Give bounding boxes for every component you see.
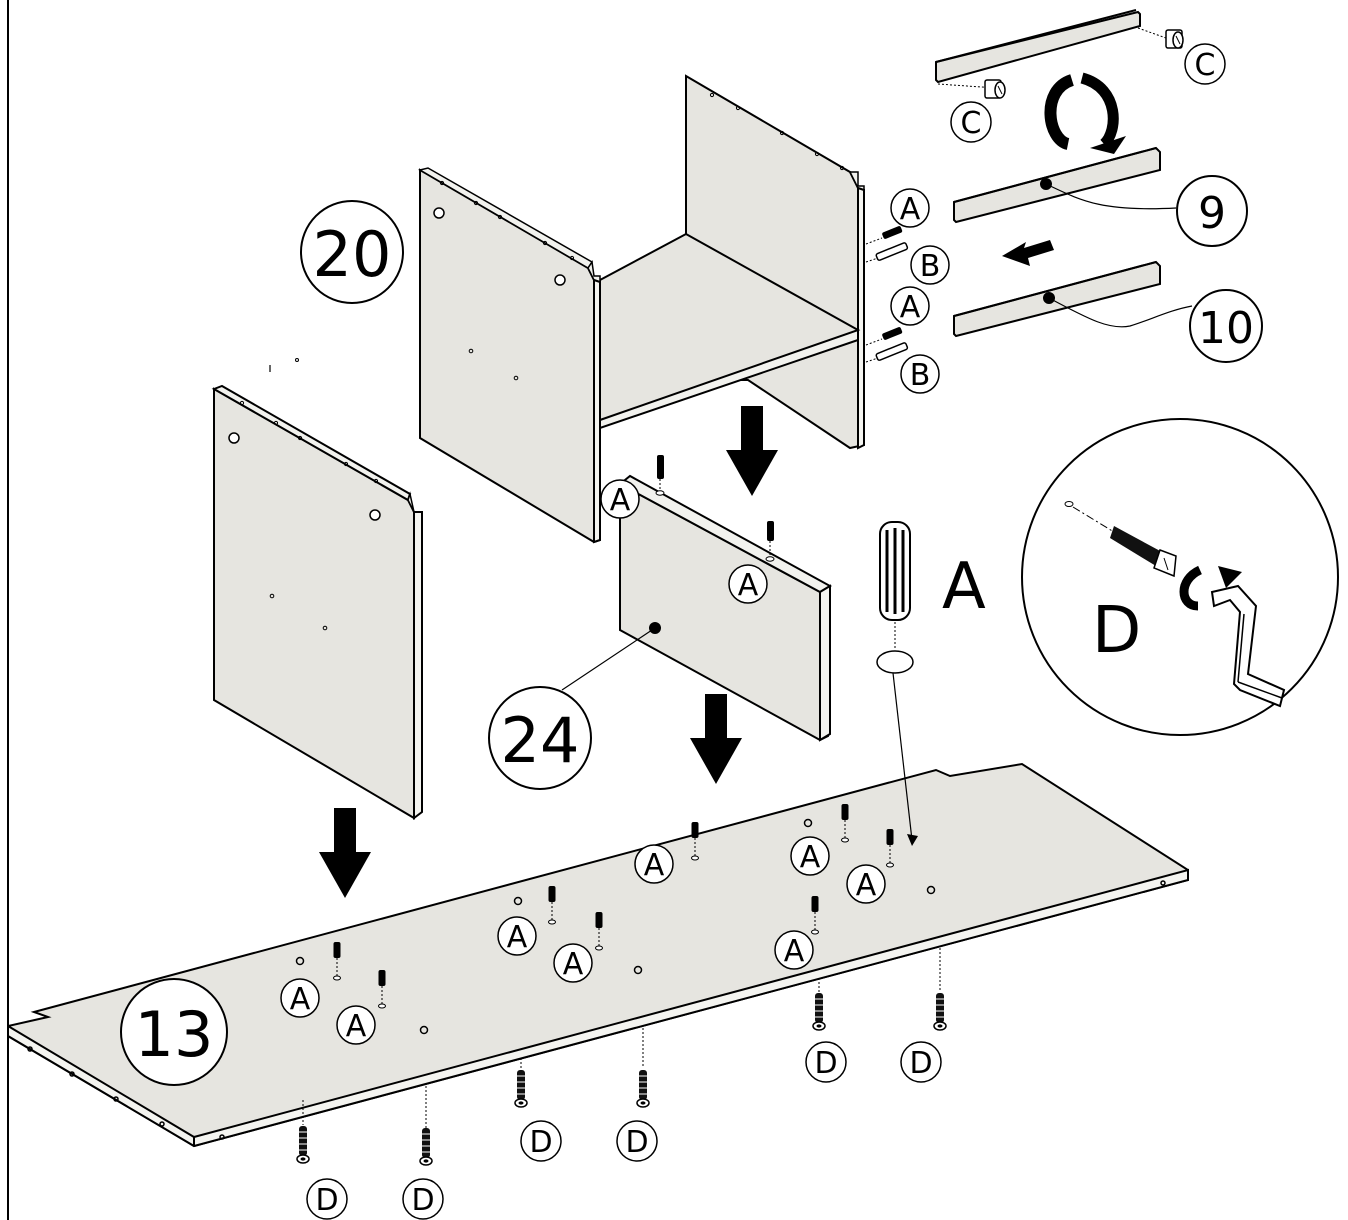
dowel-detail	[876, 521, 918, 846]
dowel-legend-letter: A	[942, 550, 986, 624]
callout-9: 9	[1176, 175, 1248, 247]
svg-text:A: A	[856, 868, 877, 903]
svg-text:20: 20	[313, 218, 392, 291]
callout-a-base-7: A	[846, 864, 886, 904]
cabinet-20	[418, 74, 865, 544]
svg-text:D: D	[909, 1046, 932, 1081]
svg-text:A: A	[784, 934, 805, 969]
cam-lock-left	[984, 79, 1006, 99]
callout-d-1: D	[306, 1178, 348, 1220]
callout-c-right: C	[1184, 43, 1226, 85]
svg-text:D: D	[411, 1183, 434, 1218]
arrow-down-panel24	[690, 694, 742, 784]
cam-lock-right	[1165, 29, 1184, 49]
arrow-down-left-panel	[319, 808, 371, 898]
callout-d-4: D	[616, 1120, 658, 1162]
svg-text:D: D	[315, 1183, 338, 1218]
callout-a-base-3: A	[497, 916, 537, 956]
svg-text:B: B	[920, 249, 941, 284]
svg-text:B: B	[910, 358, 931, 393]
svg-text:9: 9	[1198, 188, 1226, 239]
callout-a-base-8: A	[774, 930, 814, 970]
callout-10: 10	[1189, 289, 1263, 363]
svg-text:10: 10	[1198, 303, 1254, 354]
cabinet-fittings	[865, 226, 909, 363]
insert-arrow-icon	[1002, 240, 1054, 266]
svg-text:13: 13	[135, 998, 214, 1071]
svg-text:D: D	[529, 1125, 552, 1160]
callout-a-panel24-left: A	[600, 479, 640, 519]
callout-a-cabinet-mid: A	[890, 286, 930, 326]
callout-d-6: D	[900, 1041, 942, 1083]
svg-text:A: A	[290, 982, 311, 1017]
top-rail	[935, 9, 1167, 89]
svg-text:A: A	[900, 192, 921, 227]
callout-b-bottom: B	[900, 354, 940, 394]
panel-24	[561, 455, 833, 742]
svg-text:A: A	[563, 947, 584, 982]
callout-13: 13	[120, 978, 228, 1086]
svg-text:24: 24	[501, 704, 580, 777]
svg-text:A: A	[800, 840, 821, 875]
callout-d-2: D	[402, 1178, 444, 1220]
svg-text:D: D	[625, 1125, 648, 1160]
panel-13-screws	[296, 948, 947, 1166]
panel-13	[7, 762, 1189, 1148]
svg-text:A: A	[738, 568, 759, 603]
side-panel-left	[211, 358, 424, 820]
callout-d-5: D	[805, 1041, 847, 1083]
svg-text:A: A	[644, 848, 665, 883]
callout-a-base-5: A	[634, 844, 674, 884]
screw-legend-letter: D	[1092, 594, 1141, 668]
svg-text:D: D	[814, 1046, 837, 1081]
svg-text:A: A	[507, 920, 528, 955]
callout-a-cabinet-top: A	[890, 188, 930, 228]
callout-20: 20	[300, 200, 404, 304]
callout-a-base-6: A	[790, 836, 830, 876]
rail-9	[953, 146, 1177, 224]
screw-detail	[1021, 418, 1339, 736]
callout-24: 24	[488, 686, 592, 790]
callout-a-base-1: A	[280, 978, 320, 1018]
svg-text:C: C	[1195, 48, 1216, 83]
callout-b-top: B	[910, 245, 950, 285]
svg-text:A: A	[610, 483, 631, 518]
callout-a-panel24-right: A	[728, 564, 768, 604]
rotate-icon	[1044, 72, 1126, 154]
callout-c-left: C	[950, 101, 992, 143]
callout-a-base-4: A	[553, 943, 593, 983]
panel-13-dowels	[333, 804, 894, 1009]
svg-text:C: C	[961, 106, 982, 141]
arrow-down-cabinet	[726, 406, 778, 496]
svg-text:A: A	[346, 1009, 367, 1044]
svg-text:A: A	[900, 290, 921, 325]
callout-d-3: D	[520, 1120, 562, 1162]
rail-10	[953, 260, 1193, 338]
callout-a-base-2: A	[336, 1005, 376, 1045]
